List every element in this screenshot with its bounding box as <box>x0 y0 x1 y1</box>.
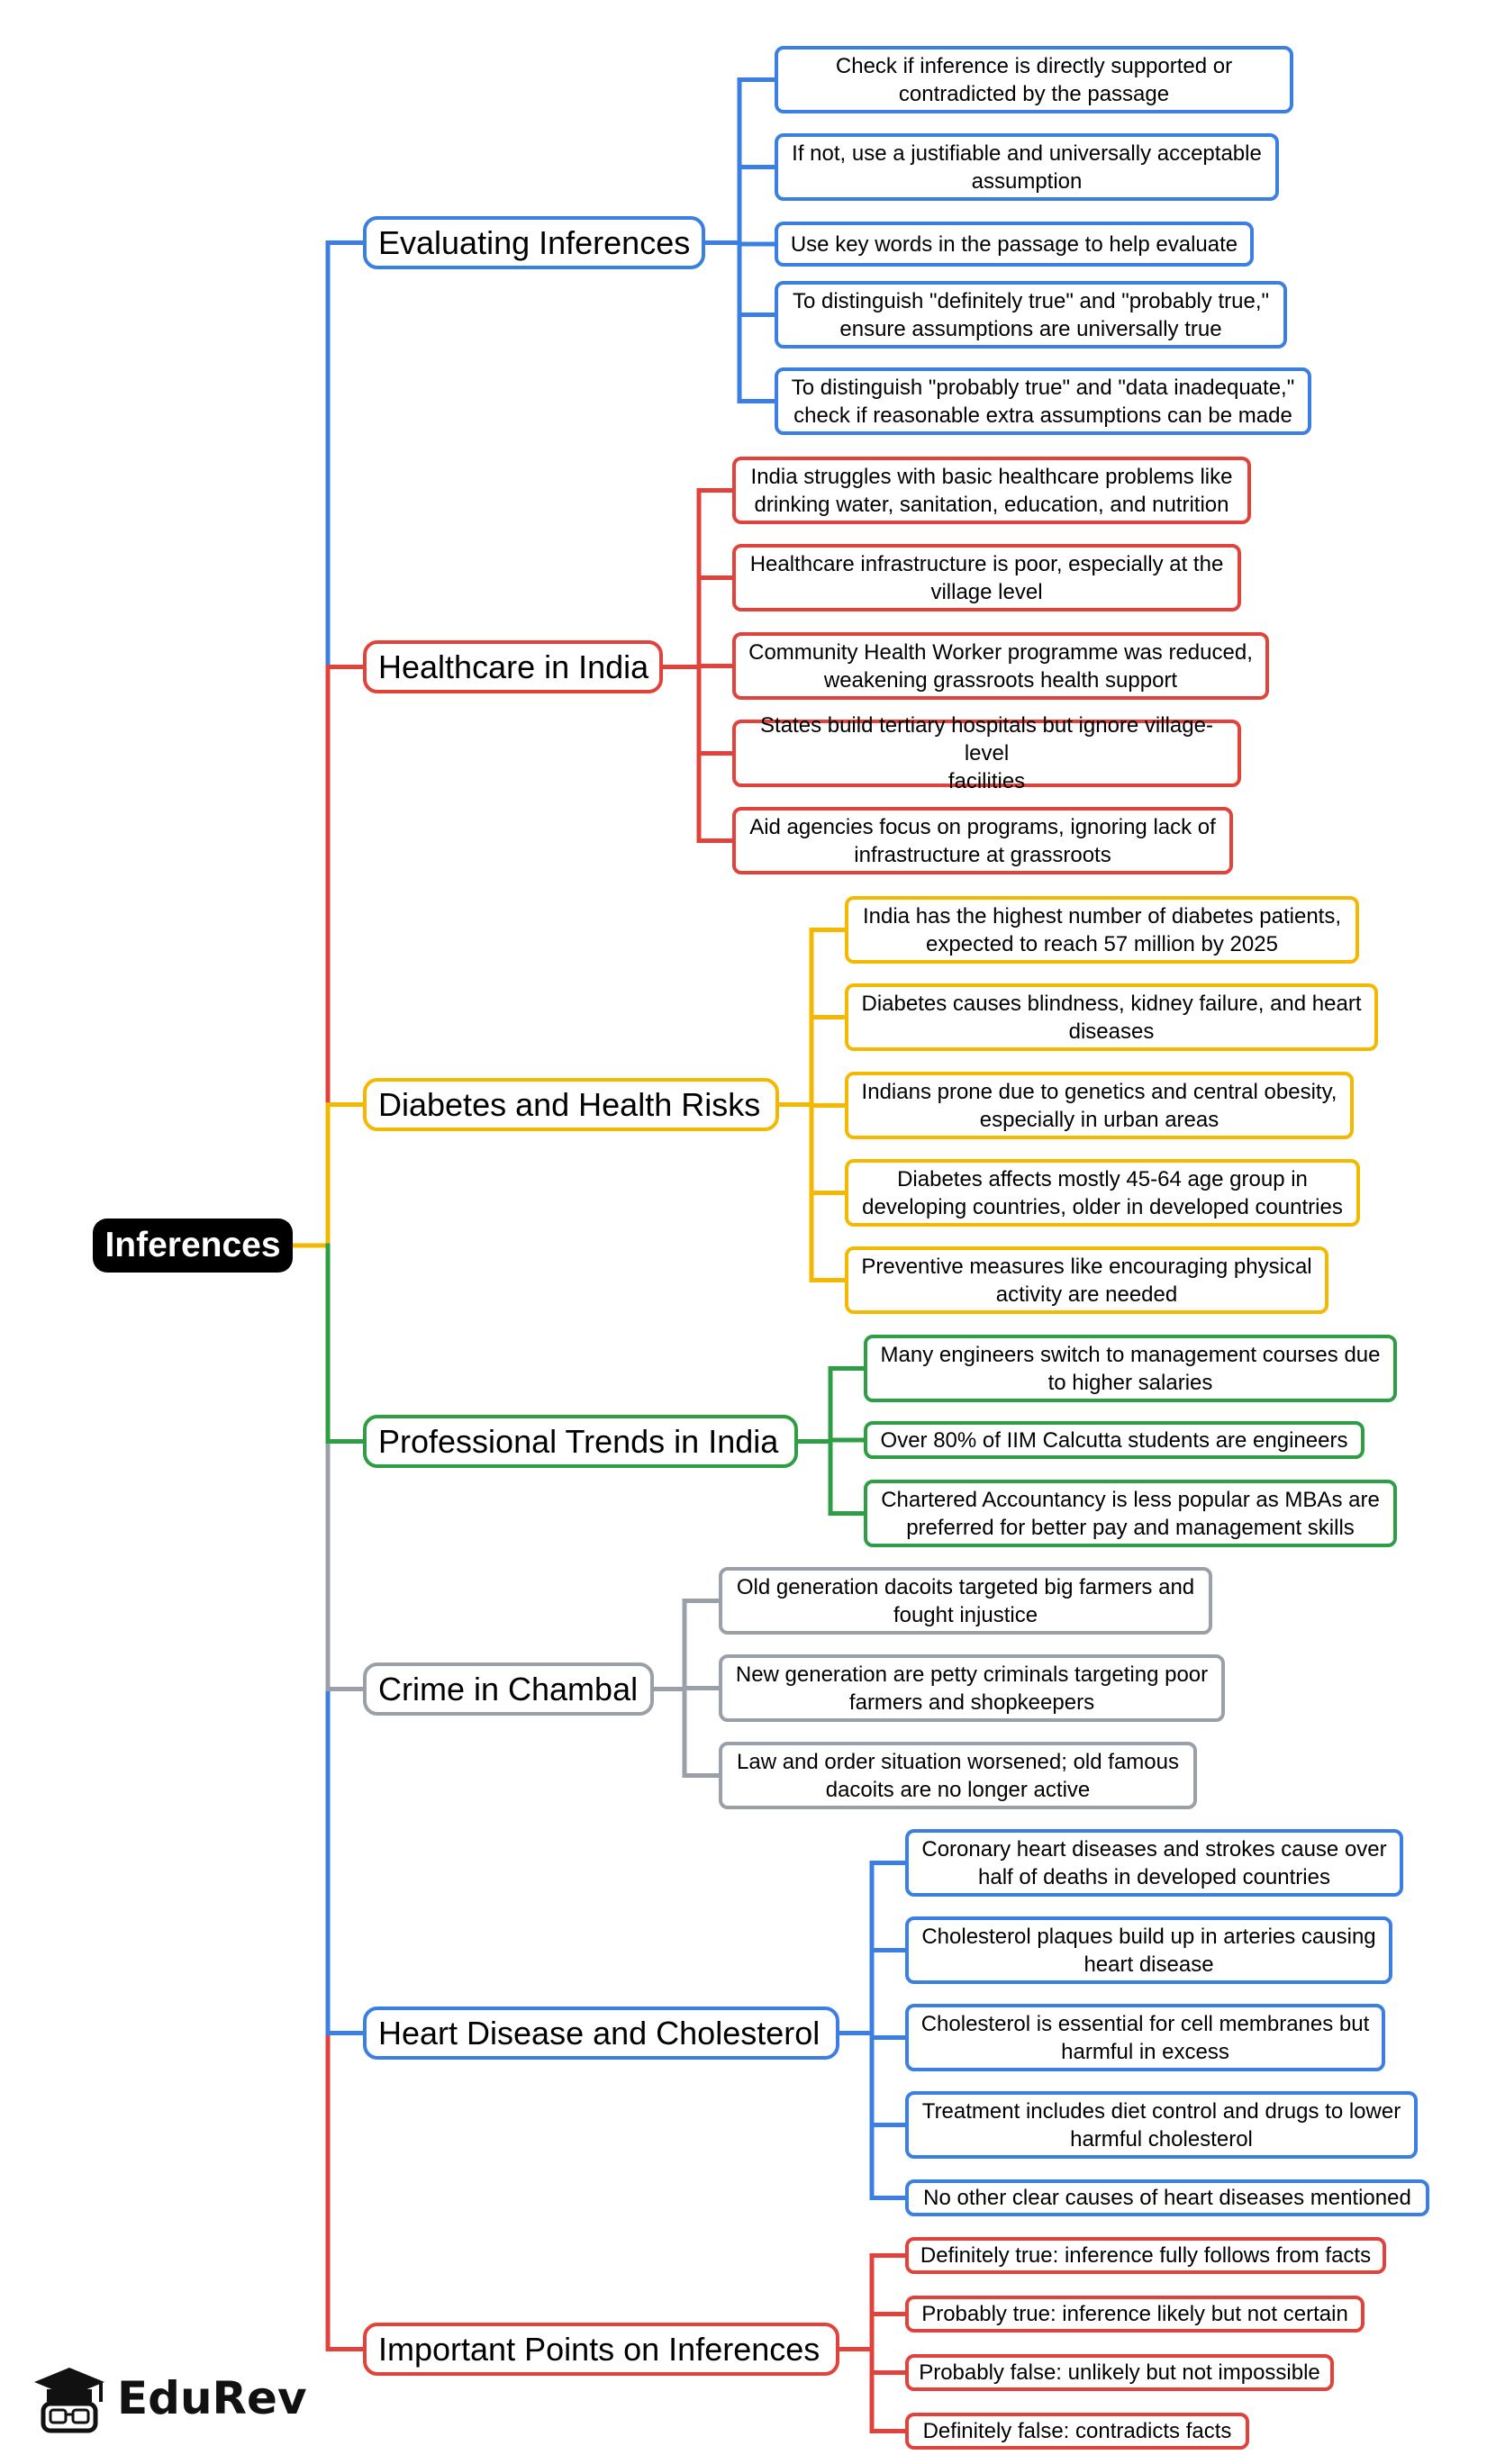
leaf-node: Diabetes causes blindness, kidney failur… <box>845 983 1378 1051</box>
leaf-text: Healthcare infrastructure is poor, espec… <box>749 551 1224 604</box>
leaf-node: Many engineers switch to management cour… <box>864 1335 1397 1402</box>
leaf-text: Use key words in the passage to help eva… <box>790 231 1238 257</box>
leaf-text: Law and order situation worsened; old fa… <box>737 1749 1179 1802</box>
leaf-text: India struggles with basic healthcare pr… <box>750 464 1233 517</box>
leaf-node: Over 80% of IIM Calcutta students are en… <box>864 1421 1365 1459</box>
leaf-text: Definitely true: inference fully follows… <box>920 2243 1372 2268</box>
leaf-node: States build tertiary hospitals but igno… <box>732 713 1241 793</box>
root-label: Inferences <box>104 1226 281 1264</box>
branch-label: Heart Disease and Cholesterol <box>378 2014 821 2052</box>
root-node: Inferences <box>93 1218 293 1273</box>
branch-node-7: Important Points on Inferences <box>363 2323 839 2376</box>
leaf-node: Preventive measures like encouraging phy… <box>845 1246 1328 1314</box>
edurev-logo: EduRev <box>31 2362 307 2434</box>
leaf-text: States build tertiary hospitals but igno… <box>760 713 1213 793</box>
branch-label: Evaluating Inferences <box>378 223 691 261</box>
leaf-text: If not, use a justifiable and universall… <box>792 140 1262 194</box>
leaf-text: Chartered Accountancy is less popular as… <box>881 1487 1380 1540</box>
leaf-text: To distinguish "definitely true" and "pr… <box>792 288 1270 341</box>
leaf-text: Check if inference is directly supported… <box>835 53 1233 106</box>
leaf-text: To distinguish "probably true" and "data… <box>791 375 1295 428</box>
graduation-cap-icon <box>34 2368 104 2433</box>
leaf-node: Definitely true: inference fully follows… <box>905 2237 1386 2274</box>
leaf-text: Diabetes affects mostly 45-64 age group … <box>862 1166 1343 1219</box>
leaf-text: Coronary heart diseases and strokes caus… <box>921 1836 1387 1889</box>
leaf-text: Probably true: inference likely but not … <box>921 2302 1348 2326</box>
leaf-node: To distinguish "definitely true" and "pr… <box>775 281 1287 349</box>
leaf-node: Chartered Accountancy is less popular as… <box>864 1480 1397 1547</box>
leaf-text: Preventive measures like encouraging phy… <box>861 1254 1312 1307</box>
leaf-node: Coronary heart diseases and strokes caus… <box>905 1829 1403 1897</box>
leaf-text: Indians prone due to genetics and centra… <box>861 1079 1337 1132</box>
branch-label: Professional Trends in India <box>378 1422 779 1460</box>
branch-label: Important Points on Inferences <box>378 2330 821 2368</box>
leaf-text: Diabetes causes blindness, kidney failur… <box>861 991 1362 1044</box>
leaf-node: Use key words in the passage to help eva… <box>775 222 1254 267</box>
branch-label: Crime in Chambal <box>378 1670 639 1708</box>
logo-text: EduRev <box>117 2372 307 2424</box>
leaf-node: India has the highest number of diabetes… <box>845 896 1359 964</box>
leaf-node: No other clear causes of heart diseases … <box>905 2179 1429 2216</box>
leaf-node: Law and order situation worsened; old fa… <box>719 1742 1197 1809</box>
leaf-node: Definitely false: contradicts facts <box>905 2413 1249 2450</box>
leaf-text: Aid agencies focus on programs, ignoring… <box>749 814 1216 867</box>
branch-node-2: Healthcare in India <box>363 640 663 693</box>
leaf-node: If not, use a justifiable and universall… <box>775 133 1279 201</box>
leaf-text: Community Health Worker programme was re… <box>748 639 1253 693</box>
leaf-node: Cholesterol plaques build up in arteries… <box>905 1916 1392 1984</box>
leaf-node: Treatment includes diet control and drug… <box>905 2091 1418 2159</box>
branch-node-4: Professional Trends in India <box>363 1415 798 1468</box>
leaf-text: Many engineers switch to management cour… <box>880 1342 1381 1395</box>
leaf-node: New generation are petty criminals targe… <box>719 1654 1225 1722</box>
leaf-text: Probably false: unlikely but not impossi… <box>919 2360 1320 2385</box>
branch-node-1: Evaluating Inferences <box>363 216 705 269</box>
leaf-text: Old generation dacoits targeted big farm… <box>736 1574 1195 1627</box>
leaf-text: Treatment includes diet control and drug… <box>921 2098 1401 2151</box>
branch-node-3: Diabetes and Health Risks <box>363 1078 779 1131</box>
leaf-node: Probably false: unlikely but not impossi… <box>905 2354 1334 2391</box>
leaf-node: Cholesterol is essential for cell membra… <box>905 2004 1385 2071</box>
leaf-node: Check if inference is directly supported… <box>775 46 1293 113</box>
leaf-node: Old generation dacoits targeted big farm… <box>719 1567 1212 1635</box>
leaf-node: Healthcare infrastructure is poor, espec… <box>732 544 1241 611</box>
leaf-node: Diabetes affects mostly 45-64 age group … <box>845 1159 1360 1227</box>
leaf-node: Community Health Worker programme was re… <box>732 632 1269 700</box>
branch-label: Diabetes and Health Risks <box>378 1085 761 1123</box>
branch-node-6: Heart Disease and Cholesterol <box>363 2007 839 2060</box>
leaf-node: India struggles with basic healthcare pr… <box>732 457 1251 524</box>
leaf-node: Indians prone due to genetics and centra… <box>845 1072 1354 1139</box>
leaf-text: Cholesterol plaques build up in arteries… <box>921 1924 1376 1977</box>
leaf-node: Probably true: inference likely but not … <box>905 2296 1365 2333</box>
leaf-text: Over 80% of IIM Calcutta students are en… <box>880 1427 1348 1453</box>
leaf-node: To distinguish "probably true" and "data… <box>775 367 1311 435</box>
leaf-text: No other clear causes of heart diseases … <box>923 2186 1411 2210</box>
leaf-node: Aid agencies focus on programs, ignoring… <box>732 807 1233 874</box>
branch-node-5: Crime in Chambal <box>363 1662 654 1716</box>
leaf-text: Definitely false: contradicts facts <box>922 2419 1232 2443</box>
branch-label: Healthcare in India <box>378 648 649 685</box>
leaf-text: India has the highest number of diabetes… <box>862 903 1342 956</box>
leaf-text: Cholesterol is essential for cell membra… <box>920 2011 1370 2064</box>
leaf-text: New generation are petty criminals targe… <box>735 1662 1209 1715</box>
